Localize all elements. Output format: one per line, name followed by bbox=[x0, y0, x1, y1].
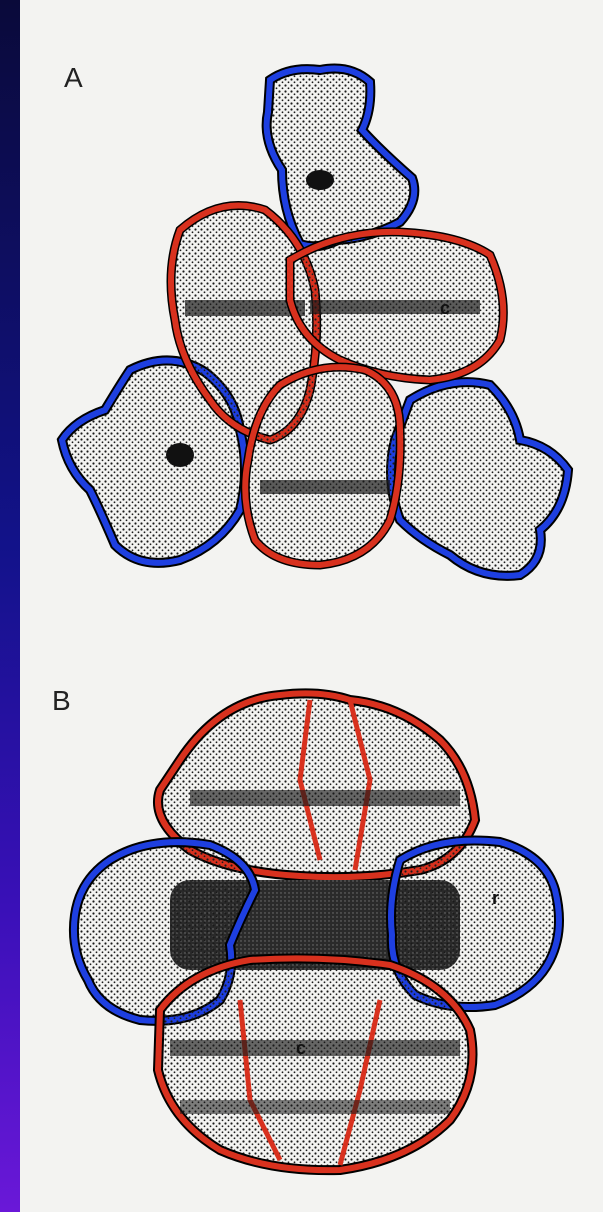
panel-a-catalytic-right bbox=[290, 232, 503, 380]
panel-b-subunit-label-2: r bbox=[492, 888, 499, 909]
panel-b-diagram bbox=[74, 693, 559, 1170]
protein-diagram bbox=[20, 0, 603, 1212]
panel-b-catalytic-bottom bbox=[158, 958, 473, 1170]
panel-a-regulatory-right bbox=[391, 382, 568, 576]
panel-a-regulatory-top bbox=[267, 69, 415, 247]
figure-paper: A B bbox=[20, 0, 603, 1212]
panel-b-subunit-label: c bbox=[296, 1038, 306, 1059]
panel-a-catalytic-bottom bbox=[245, 367, 400, 565]
panel-a-subunit-label: c bbox=[440, 298, 450, 319]
panel-a-diagram bbox=[62, 69, 568, 576]
left-gradient-bar bbox=[0, 0, 20, 1212]
